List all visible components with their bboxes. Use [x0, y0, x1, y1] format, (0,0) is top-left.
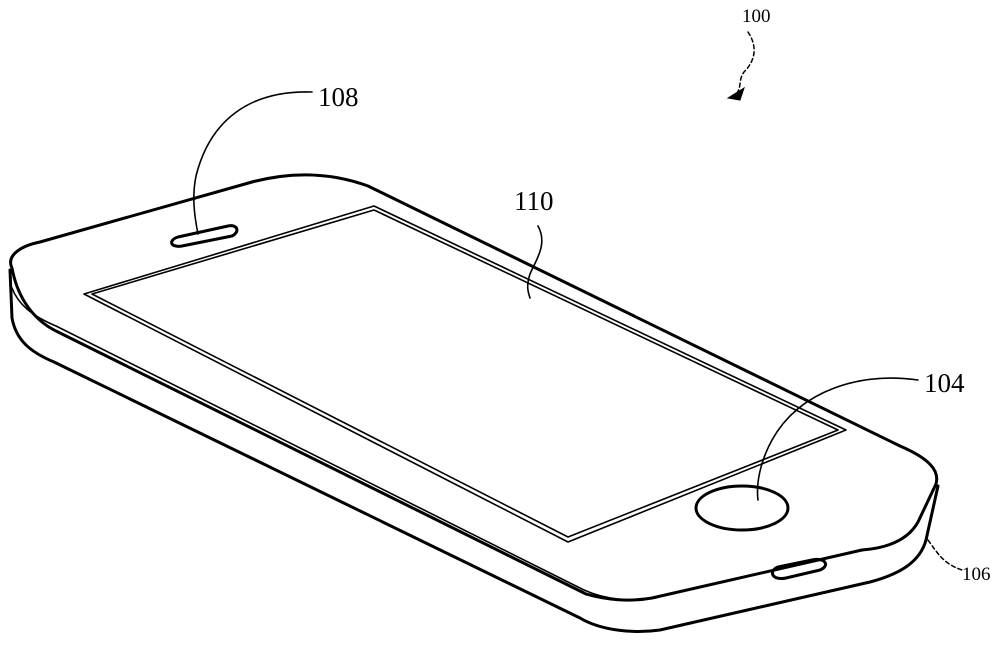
arrowhead-100 [726, 86, 745, 101]
display-screen [83, 205, 847, 543]
leader-106 [927, 539, 963, 571]
phone-side-edge [8, 268, 940, 633]
label-106: 106 [962, 564, 991, 585]
leader-100 [735, 31, 755, 95]
display-outer-border [83, 205, 847, 543]
connector-port [770, 557, 827, 581]
phone-device [8, 173, 940, 633]
connector-port-outline [770, 557, 827, 581]
display-inner-border [91, 209, 839, 538]
label-108: 108 [318, 82, 359, 112]
label-104: 104 [924, 368, 965, 398]
home-button-outline [694, 484, 790, 532]
label-100: 100 [742, 6, 771, 27]
phone-side-inner-line [11, 287, 657, 601]
leader-lines [193, 31, 963, 571]
home-button [694, 484, 790, 532]
leader-104 [756, 377, 919, 501]
speaker-slot [170, 224, 239, 248]
leader-108 [193, 91, 313, 235]
label-110: 110 [514, 186, 554, 216]
leader-110 [526, 225, 543, 299]
speaker-slot-outline [170, 224, 239, 248]
phone-top-face [9, 173, 939, 602]
reference-labels: 100 108 110 104 106 [318, 6, 991, 585]
